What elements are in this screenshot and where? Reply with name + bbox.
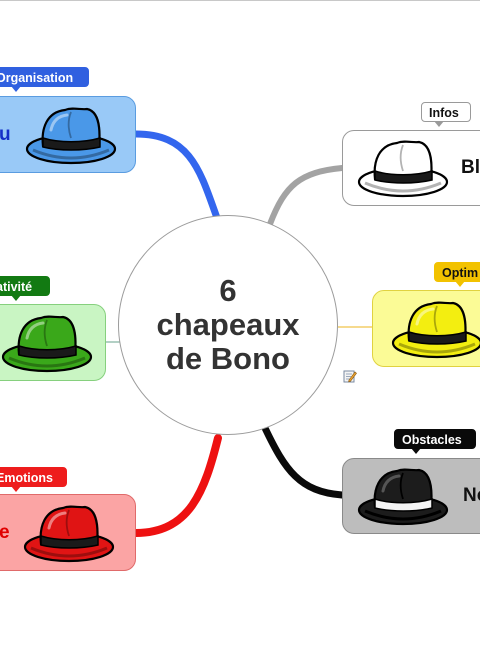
branch-node-white[interactable]: Bl [342,130,480,206]
branch-node-red[interactable]: e [0,494,136,571]
note-edit-icon[interactable] [343,369,357,383]
link-red [132,434,222,537]
branch-tag-yellow-tail [455,281,465,287]
branch-tag-blue-tail [11,86,21,92]
central-topic-line-1: 6 [219,273,237,308]
branch-tag-black-text: Obstacles [402,433,462,447]
branch-tag-yellow-text: Optim [442,266,479,280]
branch-tag-black-tail [411,448,421,454]
fedora-hat-icon [391,301,480,359]
branch-tag-yellow[interactable]: Optim [434,262,480,287]
branch-tag-green[interactable]: ativité [0,276,50,301]
fedora-hat-icon [357,140,449,198]
branch-tag-blue[interactable]: Organisation [0,67,89,92]
central-topic-line-3: de Bono [166,341,290,376]
branch-node-blue[interactable]: u [0,96,136,173]
top-border-line [0,0,480,1]
branch-tag-white-tail [434,121,444,127]
branch-tag-green-tail [11,295,21,301]
branch-tag-red-tail [11,486,21,492]
fedora-hat-icon [357,468,449,526]
fedora-hat-icon [23,505,115,563]
branch-node-yellow[interactable] [372,290,480,367]
link-black [261,424,346,499]
branch-tag-white-text: Infos [429,106,459,120]
fedora-hat-icon [1,315,93,373]
branch-node-white-label: Bl [461,157,480,178]
central-topic-line-2: chapeaux [156,307,300,342]
link-white [267,165,345,227]
branch-tag-red[interactable]: Emotions [0,467,67,492]
central-topic[interactable]: 6 chapeaux de Bono [118,215,338,435]
branch-node-black[interactable]: No [342,458,480,534]
branch-tag-white[interactable]: Infos [421,102,471,127]
fedora-hat-icon [25,107,117,165]
branch-node-green[interactable] [0,304,106,381]
branch-tag-black[interactable]: Obstacles [394,429,476,454]
link-blue [132,130,221,222]
branch-tag-green-text: ativité [0,280,33,294]
branch-node-red-label: e [0,521,10,543]
branch-tag-red-text: Emotions [0,471,53,485]
branch-node-blue-label: u [0,123,11,145]
branch-tag-blue-text: Organisation [0,71,74,85]
branch-node-black-label: No [463,485,480,506]
